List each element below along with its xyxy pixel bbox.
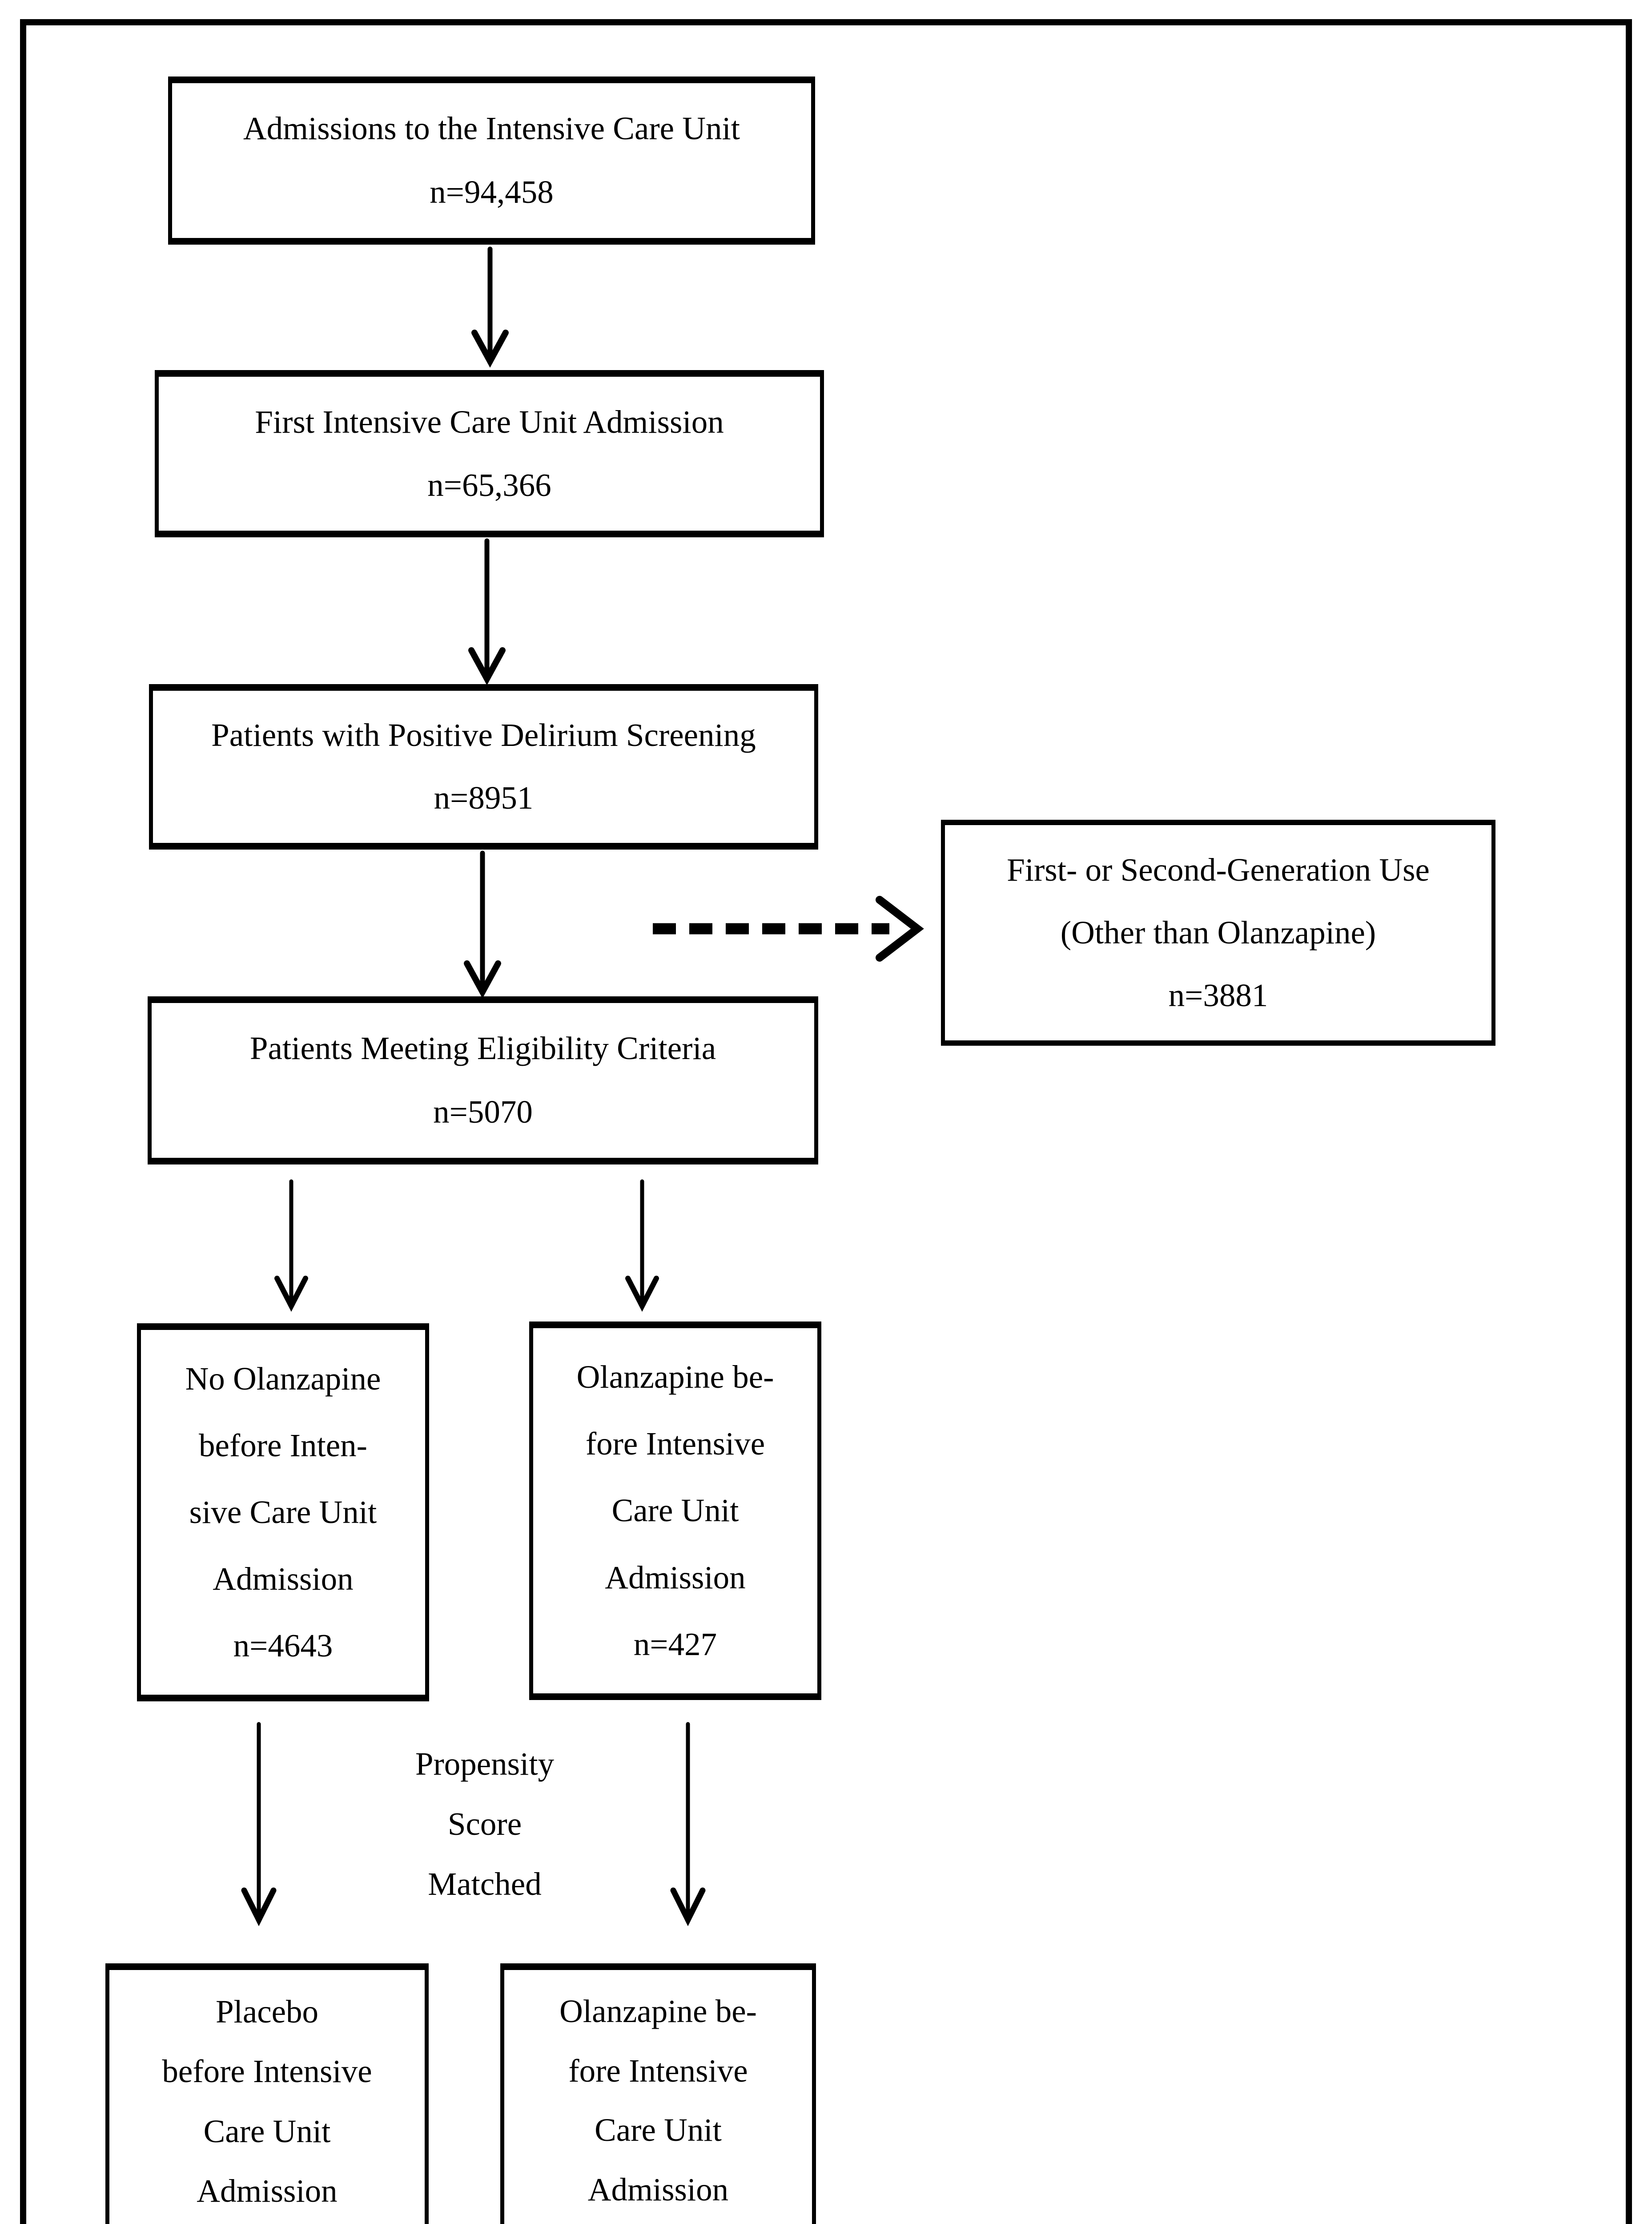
box-title: First Intensive Care Unit Admission [255, 403, 724, 440]
propensity-line: Propensity [415, 1746, 555, 1782]
box-text-line: before Intensive [162, 2053, 372, 2090]
box-text-line: sive Care Unit [189, 1494, 377, 1530]
box-text-line: Admission [605, 1559, 746, 1595]
box-text-line: Care Unit [595, 2112, 722, 2148]
box-olanzapine-before: Olanzapine be- fore Intensive Care Unit … [529, 1322, 821, 1700]
box-olanzapine-matched: Olanzapine be- fore Intensive Care Unit … [500, 1963, 816, 2224]
box-text-line: Olanzapine be- [559, 1993, 757, 2030]
box-delirium-screening: Patients with Positive Delirium Screenin… [149, 684, 818, 850]
box-text-line: Admission [587, 2171, 729, 2208]
propensity-score-matched-label: Propensity Score Matched [329, 1734, 640, 1914]
page-border [20, 19, 1632, 2224]
n-value: n=427 [633, 1626, 717, 1662]
box-text-line: No Olanzapine [185, 1360, 381, 1397]
box-text-line: Olanzapine be- [576, 1358, 774, 1395]
n-value: n=65,366 [427, 467, 551, 503]
box-no-olanzapine: No Olanzapine before Inten- sive Care Un… [137, 1323, 429, 1701]
box-generation-use: First- or Second-Generation Use (Other t… [941, 820, 1495, 1046]
n-value: n=5070 [433, 1094, 533, 1130]
propensity-line: Score [447, 1806, 522, 1842]
arrow-olanzapine-to-matched [670, 1722, 706, 1926]
arrow-eligibility-to-olanzapine [625, 1179, 659, 1312]
box-title: First- or Second-Generation Use [1007, 851, 1430, 888]
box-text-line: Care Unit [203, 2113, 331, 2149]
box-subtitle: (Other than Olanzapine) [1060, 914, 1376, 951]
n-value: n=94,458 [430, 174, 554, 210]
box-text-line: Admission [197, 2173, 338, 2209]
box-first-icu-admission: First Intensive Care Unit Admission n=65… [155, 370, 824, 537]
box-text-line: Admission [213, 1560, 354, 1597]
arrow-admissions-to-first-icu [471, 246, 509, 368]
arrow-first-icu-to-delirium [468, 538, 506, 685]
box-text-line: before Inten- [199, 1427, 367, 1463]
box-admissions: Admissions to the Intensive Care Unit n=… [168, 77, 815, 245]
box-text-line: Care Unit [611, 1492, 739, 1529]
box-eligibility: Patients Meeting Eligibility Criteria n=… [148, 996, 818, 1164]
box-text-line: Placebo [215, 1994, 319, 2030]
n-value: n=4643 [233, 1627, 333, 1664]
box-title: Patients with Positive Delirium Screenin… [211, 717, 756, 753]
arrow-delirium-to-eligibility [464, 850, 501, 999]
box-text-line: fore Intensive [568, 2052, 748, 2089]
box-text-line: fore Intensive [585, 1426, 765, 1462]
box-placebo-matched: Placebo before Intensive Care Unit Admis… [105, 1963, 429, 2224]
n-value: n=3881 [1168, 977, 1268, 1013]
n-value: n=8951 [434, 780, 534, 816]
propensity-line: Matched [428, 1866, 542, 1902]
arrow-no-olanzapine-to-placebo [241, 1722, 277, 1926]
box-title: Admissions to the Intensive Care Unit [243, 110, 740, 147]
box-title: Patients Meeting Eligibility Criteria [249, 1030, 716, 1067]
arrow-eligibility-to-no-olanzapine [274, 1179, 308, 1312]
dashed-arrow-to-generation-use [653, 896, 924, 962]
